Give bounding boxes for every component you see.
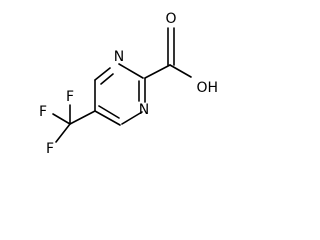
bond-c6-n1-inner	[100, 73, 114, 85]
atom-f-left: F	[39, 104, 47, 120]
bond-c-oh	[169, 64, 192, 78]
carboxylic-acid-group	[144, 27, 192, 79]
chemical-structure: N N O OH F F F	[39, 11, 218, 157]
trifluoromethyl-group	[52, 104, 96, 143]
bond-cf3-f-left	[52, 113, 71, 125]
atom-n-bottom: N	[139, 102, 149, 118]
bond-c2-carboxyl	[144, 64, 171, 79]
bond-c5-cf3	[69, 110, 96, 125]
atom-f-top: F	[66, 89, 74, 105]
bond-c4-c5-outer	[94, 110, 121, 126]
atom-f-bottom: F	[46, 141, 54, 157]
bond-c4-c5-inner	[98, 105, 120, 119]
bond-cf3-f-bottom	[55, 123, 71, 143]
atom-n-top: N	[114, 49, 124, 65]
pyrimidine-ring	[94, 63, 146, 126]
atom-hydroxyl: OH	[196, 80, 218, 96]
atom-o-carbonyl: O	[165, 11, 176, 27]
bond-c6-n1-outer	[94, 67, 111, 81]
bond-n3-c4	[121, 111, 143, 125]
bond-n1-c2	[118, 63, 144, 79]
